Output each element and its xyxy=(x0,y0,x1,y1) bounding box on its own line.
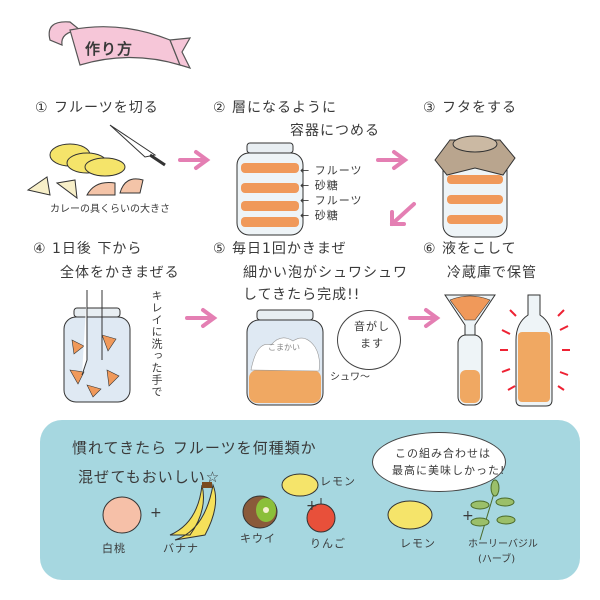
herb-label-holy-basil: ホーリーバジル xyxy=(468,539,538,550)
stirring-jar-illustration xyxy=(63,290,131,403)
tip-bubble-line-2: 最高に美味しかった! xyxy=(392,464,506,477)
speech-bubble xyxy=(337,310,401,370)
layered-jar-illustration xyxy=(236,142,304,236)
step-number: ① xyxy=(35,100,49,116)
step-caption: カレーの具くらいの大きさ xyxy=(50,204,170,215)
tip-bubble-line-1: この組み合わせは xyxy=(395,447,491,460)
step-number: ③ xyxy=(423,100,437,116)
tip-line-1: 慣れてきたら フルーツを何種類か xyxy=(72,439,317,457)
cut-fruit-illustration xyxy=(26,124,166,200)
kiwi-icon xyxy=(242,495,278,529)
tip-line-2: 混ぜてもおいしい☆ xyxy=(78,468,221,486)
arrow-right-icon xyxy=(185,308,218,328)
step-title: 毎日1回かきまぜ xyxy=(232,241,347,257)
step-title-line3: してきたら完成!! xyxy=(243,287,361,303)
fruit-label-kiwi: キウイ xyxy=(240,532,276,545)
step-number: ④ xyxy=(33,241,47,257)
arrow-right-icon xyxy=(408,308,441,328)
lemon-icon xyxy=(281,473,319,497)
page-title: 作り方 xyxy=(85,40,134,58)
banana-icon xyxy=(169,482,217,541)
step-title-line2: 容器につめる xyxy=(290,123,380,139)
knife-icon xyxy=(109,124,166,167)
fruits-illustration xyxy=(102,473,516,541)
title-ribbon xyxy=(48,21,192,69)
peach-icon xyxy=(102,496,142,534)
fruit-label-lemon: レモン xyxy=(400,537,436,550)
apple-icon xyxy=(306,498,336,533)
lemon-icon xyxy=(387,500,433,530)
fruit-label-peach: 白桃 xyxy=(102,542,126,555)
step-number: ② xyxy=(213,100,227,116)
step-number: ⑤ xyxy=(213,241,227,257)
plus-sign: + xyxy=(150,505,163,521)
arrow-down-left-icon xyxy=(390,202,416,226)
step-title: 層になるように xyxy=(232,100,338,116)
step-note: キレイに洗った手で xyxy=(150,290,163,398)
foam-label: こまかい xyxy=(268,343,300,352)
fruit-label-banana: バナナ xyxy=(163,542,199,555)
covered-jar-illustration xyxy=(434,135,516,238)
tip-speech-bubble xyxy=(372,432,506,492)
layer-label: ← フルーツ xyxy=(300,164,363,177)
sound-text: シュワ〜 xyxy=(330,372,370,383)
strain-and-bottle-illustration xyxy=(444,294,570,407)
step-title-line2: 冷蔵庫で保管 xyxy=(447,265,537,281)
plus-sign: + xyxy=(462,508,475,524)
fizzing-jar-illustration xyxy=(246,309,324,406)
fruit-label-apple: りんご xyxy=(310,537,346,550)
step-title: フタをする xyxy=(442,100,518,116)
holy-basil-icon xyxy=(470,479,516,541)
layer-label: ← フルーツ xyxy=(300,194,363,207)
step-title: 液をこして xyxy=(442,241,517,257)
arrow-right-icon xyxy=(376,150,409,170)
layer-label: ← 砂糖 xyxy=(300,209,339,222)
step-title-line2: 全体をかきまぜる xyxy=(60,265,180,281)
arrow-right-icon xyxy=(178,150,211,170)
bubble-text: 音がします xyxy=(354,320,390,350)
step-title: フルーツを切る xyxy=(54,100,159,116)
herb-label-note: (ハーブ) xyxy=(478,554,516,565)
step-number: ⑥ xyxy=(423,241,437,257)
fruit-label-lemon: レモン xyxy=(320,475,356,488)
layer-label: ← 砂糖 xyxy=(300,179,339,192)
step-title: 1日後 下から xyxy=(52,241,143,257)
step-title-line2: 細かい泡がシュワシュワ xyxy=(243,265,408,281)
plus-sign: + xyxy=(306,498,319,514)
